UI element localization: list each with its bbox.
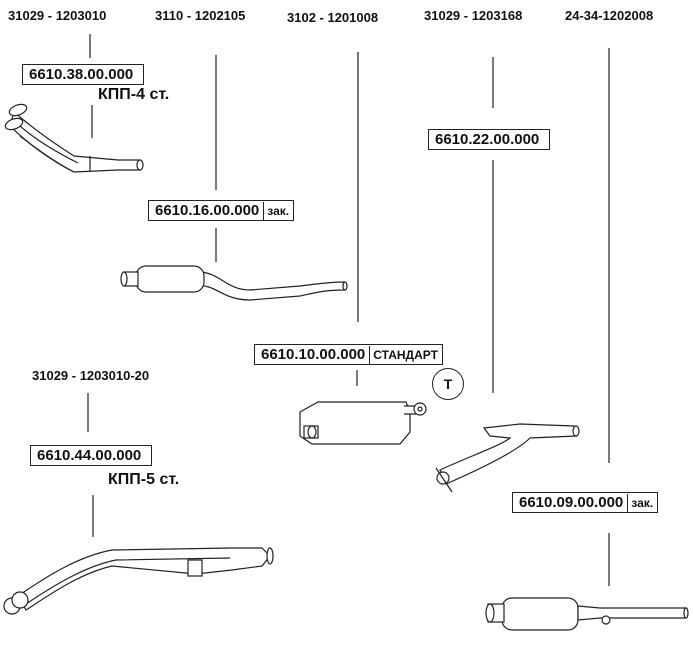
- part-number: 6610.16.00.000: [155, 202, 260, 219]
- intermediate-pipe-drawing: [435, 423, 580, 493]
- resonator-drawing: [120, 265, 348, 301]
- circle-t-mark: T: [432, 368, 464, 400]
- part-number-box: 6610.22.00.000: [428, 129, 551, 150]
- part-suffix: зак.: [263, 202, 293, 220]
- header-catalog-1: 31029 - 1203010: [8, 8, 107, 23]
- part-number: 6610.22.00.000: [435, 131, 540, 148]
- header-catalog-4: 31029 - 1203168: [424, 8, 523, 23]
- part-number: 6610.09.00.000: [519, 494, 624, 511]
- main-muffler-drawing: [299, 401, 427, 445]
- header-catalog-5: 24-34-1202008: [565, 8, 654, 23]
- note-kpp4: КПП-4 ст.: [98, 86, 170, 103]
- part-number: 6610.44.00.000: [37, 447, 142, 464]
- note-kpp5: КПП-5 ст.: [108, 471, 180, 488]
- header-catalog-2: 3110 - 1202105: [155, 8, 246, 23]
- part-number-box: 6610.10.00.000 СТАНДАРТ: [254, 344, 443, 365]
- downpipe-kpp5-drawing: [3, 547, 274, 615]
- part-number: 6610.38.00.000: [29, 66, 134, 83]
- part-number-box: 6610.44.00.000: [30, 445, 153, 466]
- header-catalog-3: 3102 - 1201008: [287, 10, 379, 25]
- downpipe-kpp4-drawing: [4, 103, 144, 173]
- part-number-box: 6610.38.00.000: [22, 64, 145, 85]
- part-number-box: 6610.16.00.000 зак.: [148, 200, 295, 221]
- part-number: 6610.10.00.000: [261, 346, 366, 363]
- header-catalog-6: 31029 - 1203010-20: [32, 368, 150, 383]
- rear-muffler-drawing: [485, 597, 689, 631]
- part-number-box: 6610.09.00.000 зак.: [512, 492, 659, 513]
- part-suffix: зак.: [627, 494, 657, 512]
- part-suffix: СТАНДАРТ: [369, 346, 442, 364]
